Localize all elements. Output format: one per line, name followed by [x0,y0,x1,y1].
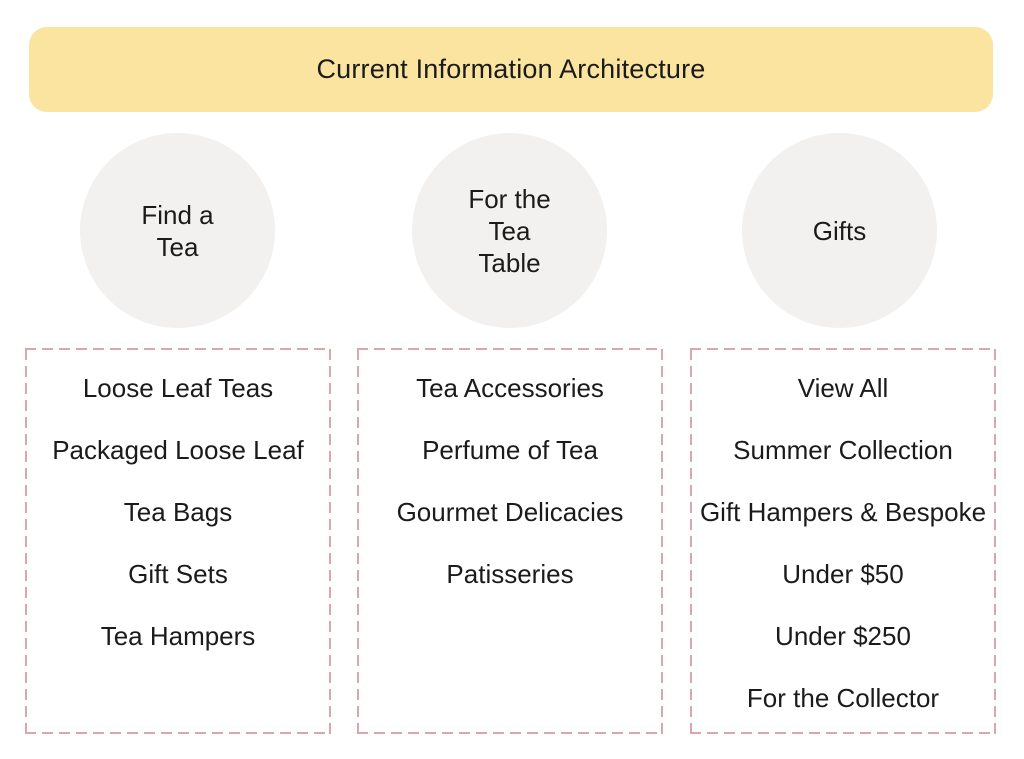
page-title: Current Information Architecture [316,54,706,84]
category-item: Gift Hampers & Bespoke [699,496,987,527]
category-circle-gifts: Gifts [742,133,937,328]
circle-label-line: Tea [156,231,199,262]
category-item: View All [797,372,889,403]
category-item: Tea Bags [123,496,233,527]
category-box-for-the-tea-table: Tea Accessories Perfume of Tea Gourmet D… [357,348,663,734]
circle-label-line: Find a [141,199,214,230]
category-box-gifts: View All Summer Collection Gift Hampers … [690,348,996,734]
category-circle-find-a-tea: Find a Tea [80,133,275,328]
category-circle-for-the-tea-table: For the Tea Table [412,133,607,328]
circle-label-line: For the [468,183,551,214]
category-item: Patisseries [446,558,574,589]
category-item: Loose Leaf Teas [82,372,274,403]
category-item: For the Collector [746,682,940,713]
title-banner: Current Information Architecture [29,27,993,112]
category-item: Perfume of Tea [422,434,598,465]
category-item: Summer Collection [733,434,953,465]
category-item: Tea Hampers [100,620,256,651]
circle-label-line: Tea [488,215,531,246]
category-item: Gift Sets [128,558,228,589]
category-item: Gourmet Delicacies [396,496,624,527]
circle-label-line: Table [478,247,541,278]
circle-label-line: Gifts [812,215,867,246]
category-item: Packaged Loose Leaf [52,434,304,465]
category-item: Under $250 [775,620,911,651]
category-box-find-a-tea: Loose Leaf Teas Packaged Loose Leaf Tea … [25,348,331,734]
category-item: Tea Accessories [416,372,604,403]
category-item: Under $50 [782,558,904,589]
